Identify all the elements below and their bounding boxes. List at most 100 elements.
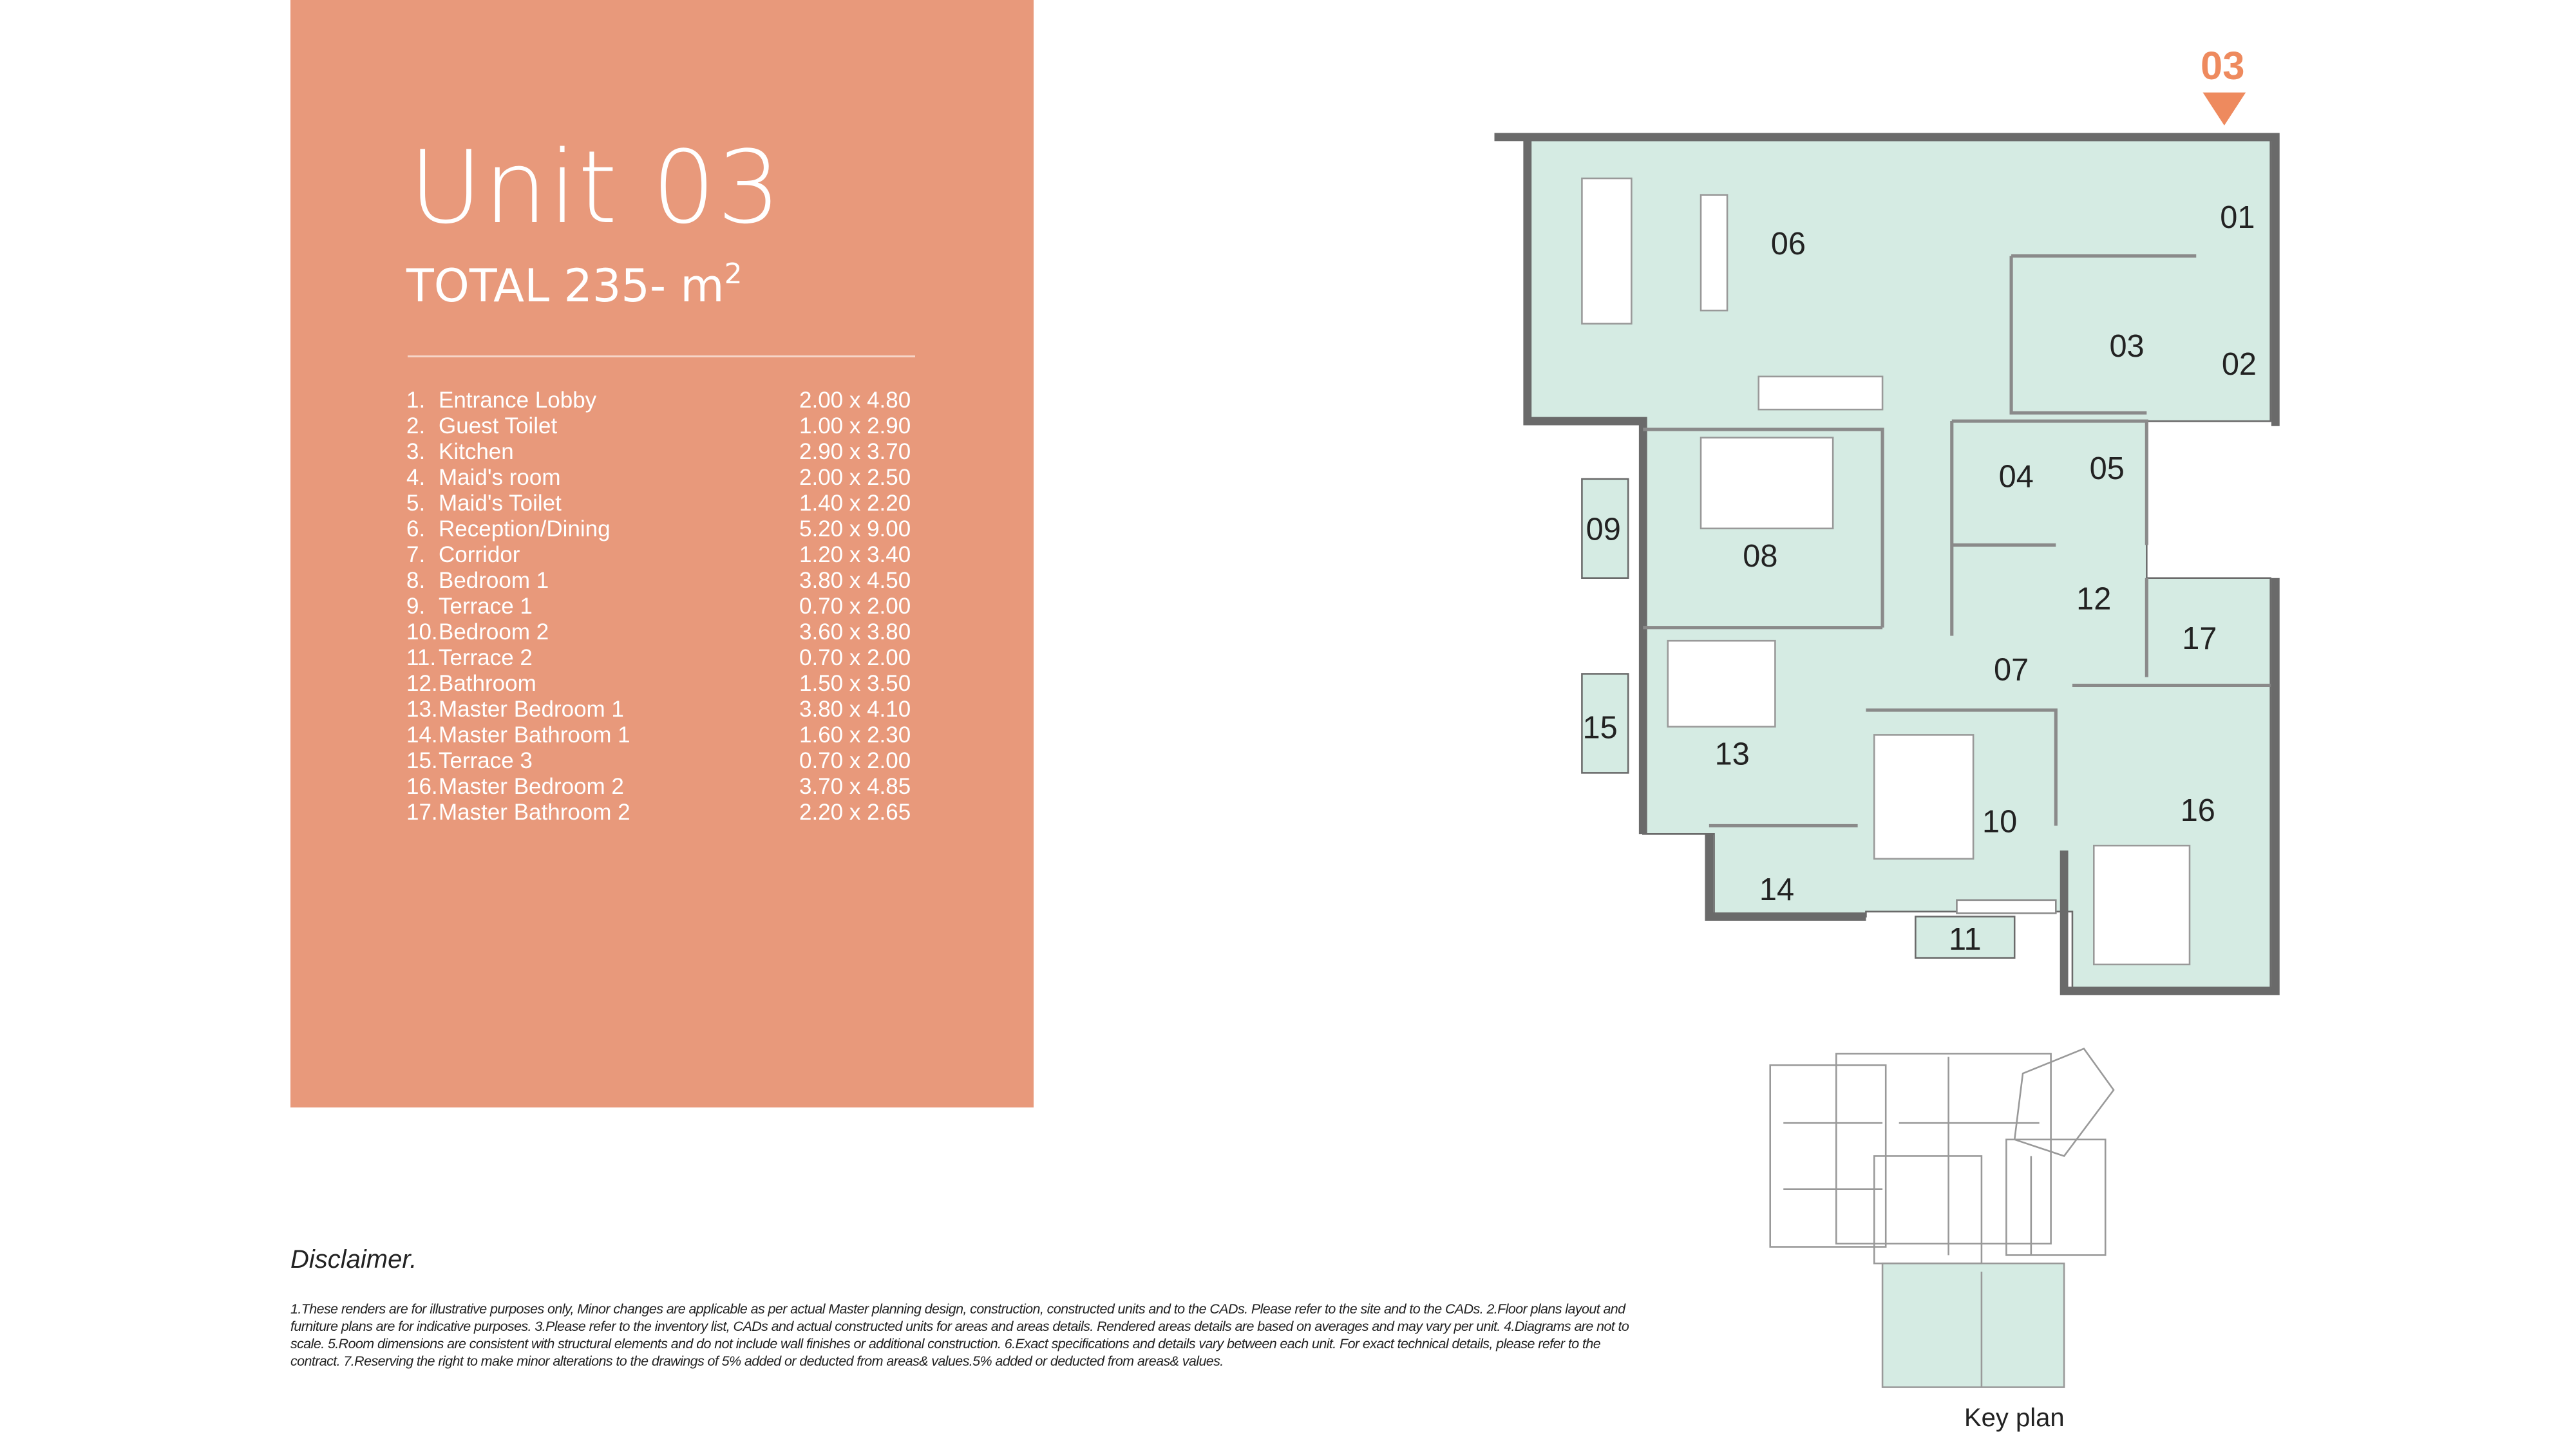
room-dimensions: 1.20 x 3.40 [799, 542, 911, 567]
room-row: 3. Kitchen 2.90 x 3.70 [406, 439, 960, 465]
room-row: 12.Bathroom 1.50 x 3.50 [406, 671, 960, 697]
room-label-10: 10 [1982, 805, 2017, 840]
room-row: 17.Master Bathroom 2 2.20 x 2.65 [406, 800, 960, 825]
room-label-06: 06 [1771, 227, 1806, 261]
room-row: 11.Terrace 2 0.70 x 2.00 [406, 645, 960, 671]
room-dimensions: 3.60 x 3.80 [799, 619, 911, 645]
room-row: 10.Bedroom 2 3.60 x 3.80 [406, 619, 960, 645]
room-name: Master Bathroom 1 [439, 722, 630, 748]
room-row: 14.Master Bathroom 1 1.60 x 2.30 [406, 722, 960, 748]
unit-marker-label: 03 [2201, 44, 2244, 88]
room-label-14: 14 [1759, 872, 1794, 907]
room-number: 7. [406, 542, 426, 567]
room-label-09: 09 [1586, 513, 1621, 547]
room-row: 7. Corridor 1.20 x 3.40 [406, 542, 960, 568]
room-name: Bedroom 2 [439, 619, 549, 645]
total-area: TOTAL 235- m2 [406, 258, 743, 312]
room-name: Terrace 2 [439, 645, 533, 670]
unit-outline [1494, 133, 2280, 995]
room-dimensions: 2.90 x 3.70 [799, 439, 911, 464]
unit-marker-arrow-icon [2202, 92, 2246, 126]
room-label-12: 12 [2076, 581, 2111, 616]
room-row: 6. Reception/Dining 5.20 x 9.00 [406, 516, 960, 542]
room-row: 13.Master Bedroom 1 3.80 x 4.10 [406, 697, 960, 722]
room-row: 15.Terrace 3 0.70 x 2.00 [406, 748, 960, 774]
room-dimensions: 0.70 x 2.00 [799, 748, 911, 773]
terrace-3 [1581, 673, 1629, 774]
room-name: Master Bedroom 1 [439, 697, 624, 722]
room-name: Guest Toilet [439, 413, 558, 438]
room-label-13: 13 [1715, 737, 1750, 772]
disclaimer-heading: Disclaimer. [290, 1245, 417, 1274]
room-dimensions: 1.00 x 2.90 [799, 413, 911, 438]
room-dimensions: 2.00 x 2.50 [799, 465, 911, 490]
room-number: 2. [406, 413, 426, 438]
room-name: Bathroom [439, 671, 536, 696]
room-label-08: 08 [1743, 539, 1777, 574]
room-number: 12. [406, 671, 438, 696]
room-name: Entrance Lobby [439, 388, 597, 413]
room-label-16: 16 [2181, 793, 2215, 828]
room-dimensions: 5.20 x 9.00 [799, 516, 911, 541]
unit-info-panel: Unit 03 TOTAL 235- m2 1. Entrance Lobby 2.… [290, 0, 1034, 1107]
room-label-07: 07 [1994, 653, 2029, 688]
room-number: 1. [406, 388, 426, 413]
room-name: Master Bedroom 2 [439, 774, 624, 799]
room-number: 8. [406, 568, 426, 593]
room-labels: 06 01 03 02 04 05 09 08 12 17 07 15 13 1… [1583, 200, 2257, 957]
total-area-unit-sup: 2 [724, 258, 743, 290]
key-plan-label: Key plan [1964, 1404, 2065, 1432]
terrace-1 [1581, 478, 1629, 579]
room-label-04: 04 [1999, 460, 2034, 494]
room-label-02: 02 [2222, 347, 2257, 382]
room-dimensions: 0.70 x 2.00 [799, 645, 911, 670]
room-dimensions: 0.70 x 2.00 [799, 594, 911, 619]
total-area-label: TOTAL 235- m [406, 259, 724, 312]
disclaimer-text: 1.These renders are for illustrative pur… [290, 1301, 1629, 1369]
room-name: Corridor [439, 542, 520, 567]
room-label-11: 11 [1949, 922, 1982, 957]
terrace-2 [1915, 916, 2016, 959]
room-name: Master Bathroom 2 [439, 800, 630, 825]
room-dimensions: 2.20 x 2.65 [799, 800, 911, 825]
room-name: Maid's room [439, 465, 561, 490]
room-number: 16. [406, 774, 438, 799]
room-number: 14. [406, 722, 438, 748]
room-row: 9. Terrace 1 0.70 x 2.00 [406, 594, 960, 619]
room-label-01: 01 [2220, 200, 2255, 235]
room-number: 6. [406, 516, 426, 541]
room-number: 11. [406, 645, 437, 670]
unit-title: Unit 03 [409, 129, 782, 246]
room-number: 3. [406, 439, 426, 464]
room-name: Reception/Dining [439, 516, 611, 541]
room-number: 15. [406, 748, 438, 773]
room-number: 10. [406, 619, 438, 645]
room-dimensions: 1.40 x 2.20 [799, 491, 911, 516]
room-dimensions: 3.80 x 4.50 [799, 568, 911, 593]
room-row: 16.Master Bedroom 2 3.70 x 4.85 [406, 774, 960, 800]
room-number: 5. [406, 491, 426, 516]
room-dimensions: 1.60 x 2.30 [799, 722, 911, 748]
room-label-05: 05 [2090, 451, 2125, 486]
room-name: Maid's Toilet [439, 491, 562, 516]
room-number: 13. [406, 697, 438, 722]
room-dimensions: 3.80 x 4.10 [799, 697, 911, 722]
divider [408, 355, 915, 357]
room-dimensions: 3.70 x 4.85 [799, 774, 911, 799]
terraces [1581, 478, 2016, 959]
room-name: Kitchen [439, 439, 514, 464]
room-label-03: 03 [2109, 329, 2144, 364]
room-number: 17. [406, 800, 438, 825]
room-name: Terrace 1 [439, 594, 533, 619]
room-name: Bedroom 1 [439, 568, 549, 593]
room-label-17: 17 [2182, 621, 2217, 656]
room-name: Terrace 3 [439, 748, 533, 773]
room-row: 5. Maid's Toilet 1.40 x 2.20 [406, 491, 960, 516]
key-plan [1769, 1048, 2115, 1388]
room-dimensions: 1.50 x 3.50 [799, 671, 911, 696]
room-number: 9. [406, 594, 426, 619]
